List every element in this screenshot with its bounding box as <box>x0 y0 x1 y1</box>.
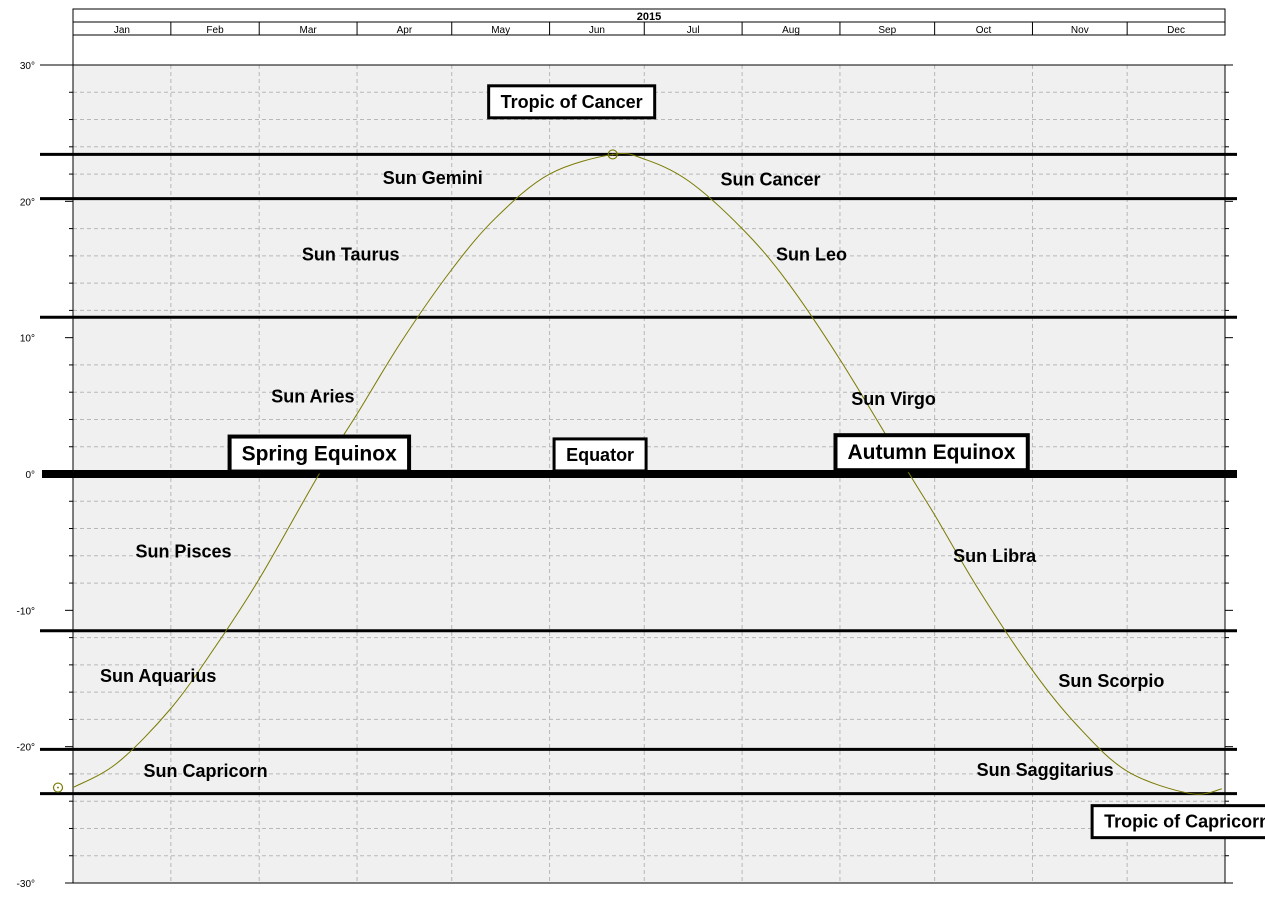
sun-symbol <box>52 782 64 793</box>
sun-symbol <box>607 149 618 160</box>
band-label: Sun Taurus <box>302 245 400 265</box>
month-label: Jul <box>687 25 700 36</box>
month-label: Jan <box>114 25 130 36</box>
band-label: Sun Cancer <box>720 170 820 190</box>
boxed-label: Equator <box>552 437 648 473</box>
month-label: Sep <box>878 25 896 36</box>
sun-symbol-ring <box>52 782 64 793</box>
month-label: Dec <box>1167 25 1185 36</box>
band-label: Sun Gemini <box>383 168 483 188</box>
y-axis: 30° 20° 10° 0° -10° -20° -30° <box>17 9 1233 890</box>
y-tick-label: -10° <box>17 606 35 617</box>
y-tick-label: 0° <box>25 470 35 481</box>
y-tick-label: 20° <box>20 197 35 208</box>
y-tick-label: 10° <box>20 334 35 345</box>
boxed-label-frame <box>487 84 657 120</box>
month-label: Mar <box>300 25 318 36</box>
boxed-label-text: Equator <box>566 445 634 465</box>
month-label: Oct <box>976 25 992 36</box>
boxed-label-text: Tropic of Capricorn <box>1104 812 1265 832</box>
month-label: May <box>491 25 510 36</box>
year-label: 2015 <box>637 11 661 23</box>
band-label: Sun Virgo <box>851 389 936 409</box>
boxed-label-text: Tropic of Cancer <box>501 92 643 112</box>
boxed-label-frame <box>833 433 1030 473</box>
band-label: Sun Pisces <box>135 542 231 562</box>
month-label: Jun <box>589 25 605 36</box>
band-label: Sun Scorpio <box>1058 671 1164 691</box>
sun-symbol-ring <box>607 149 618 160</box>
boxed-label-frame <box>552 437 648 473</box>
y-tick-label: 30° <box>20 61 35 72</box>
band-label: Sun Libra <box>953 546 1037 566</box>
band-label: Sun Saggitarius <box>977 760 1114 780</box>
boxed-label: Autumn Equinox <box>833 433 1030 473</box>
band-label: Sun Aries <box>271 386 354 406</box>
boxed-label: Spring Equinox <box>227 434 412 474</box>
boxed-label-text: Spring Equinox <box>242 443 397 466</box>
month-label: Feb <box>206 25 224 36</box>
band-label: Sun Aquarius <box>100 666 216 686</box>
reference-lines <box>40 152 1237 796</box>
y-tick-label: -20° <box>17 743 35 754</box>
sun-symbol-dot <box>611 153 614 156</box>
boxed-label: Tropic of Capricorn <box>1090 804 1265 840</box>
month-label: Apr <box>397 25 413 36</box>
band-label: Sun Leo <box>776 245 847 265</box>
boxed-label-text: Autumn Equinox <box>847 441 1015 464</box>
y-tick-label: -30° <box>17 879 35 890</box>
boxed-label-frame <box>1090 804 1265 840</box>
band-label: Sun Capricorn <box>144 761 268 781</box>
month-header: 2015 Jan Feb Mar Apr May Jun Jul Aug Sep Oct Nov De… <box>72 8 1226 36</box>
sun-declination-series <box>52 149 1222 795</box>
month-label: Aug <box>782 25 800 36</box>
boxed-label-frame <box>227 434 412 474</box>
month-label: Nov <box>1071 25 1089 36</box>
boxed-label: Tropic of Cancer <box>487 84 657 120</box>
sun-symbol-dot <box>57 786 59 789</box>
declination-curve <box>72 152 1222 795</box>
